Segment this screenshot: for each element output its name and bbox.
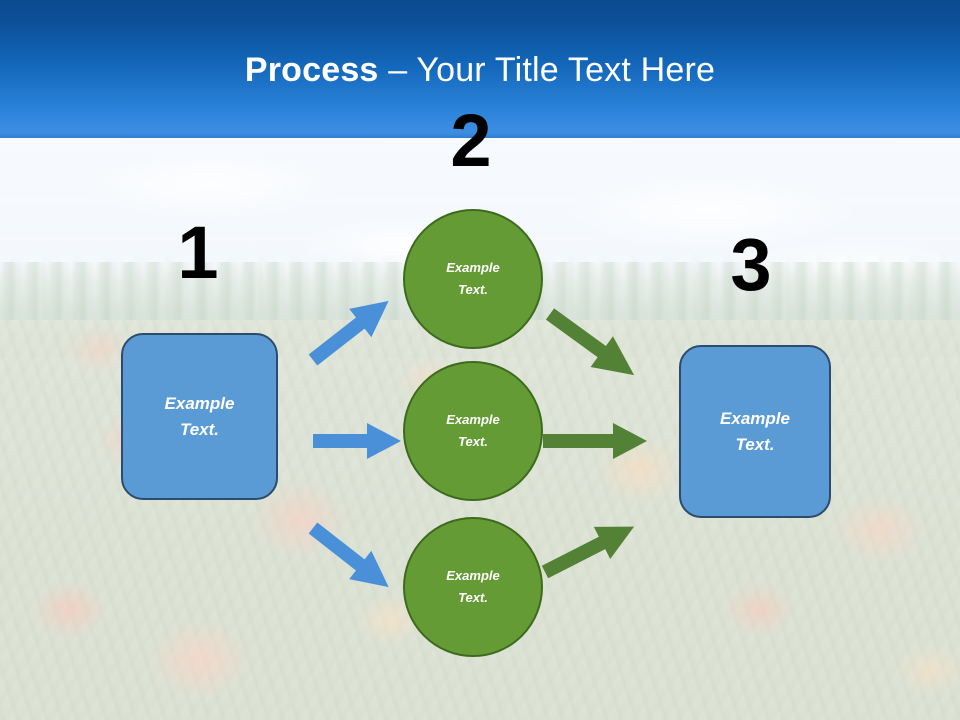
process-end-box[interactable]: Example Text. (679, 345, 831, 518)
step-number-2: 2 (450, 99, 492, 182)
process-circle-bottom[interactable]: Example Text. (403, 517, 543, 657)
process-circle-top[interactable]: Example Text. (403, 209, 543, 349)
arrow-start-to-top-circle (301, 285, 401, 376)
process-circle-bottom-line1: Example (446, 568, 500, 583)
arrow-top-circle-to-end (538, 297, 647, 392)
process-start-box[interactable]: Example Text. (121, 333, 278, 500)
process-end-box-line1: Example (720, 408, 790, 428)
process-circle-middle[interactable]: Example Text. (403, 361, 543, 501)
arrow-start-to-mid-circle (313, 421, 401, 461)
process-circle-bottom-line2: Text. (458, 590, 488, 605)
page-title-rest: – Your Title Text Here (378, 51, 716, 89)
process-circle-top-line2: Text. (458, 282, 488, 297)
process-circle-middle-line1: Example (446, 412, 500, 427)
step-number-1: 1 (177, 211, 219, 294)
arrow-mid-circle-to-end (543, 421, 647, 461)
cloud-shape (80, 150, 340, 220)
step-number-3: 3 (730, 223, 772, 306)
header-band (0, 0, 960, 138)
page-title-bold: Process (244, 51, 379, 89)
arrow-start-to-bottom-circle (301, 512, 401, 603)
page-title: Process – Your Title Text Here (0, 50, 960, 90)
process-start-box-line2: Text. (179, 419, 220, 439)
process-circle-middle-line2: Text. (458, 434, 488, 449)
process-end-box-line2: Text. (735, 434, 775, 454)
arrow-bottom-circle-to-end (536, 509, 643, 590)
process-start-box-line1: Example (164, 393, 235, 413)
process-circle-top-line1: Example (446, 260, 500, 275)
